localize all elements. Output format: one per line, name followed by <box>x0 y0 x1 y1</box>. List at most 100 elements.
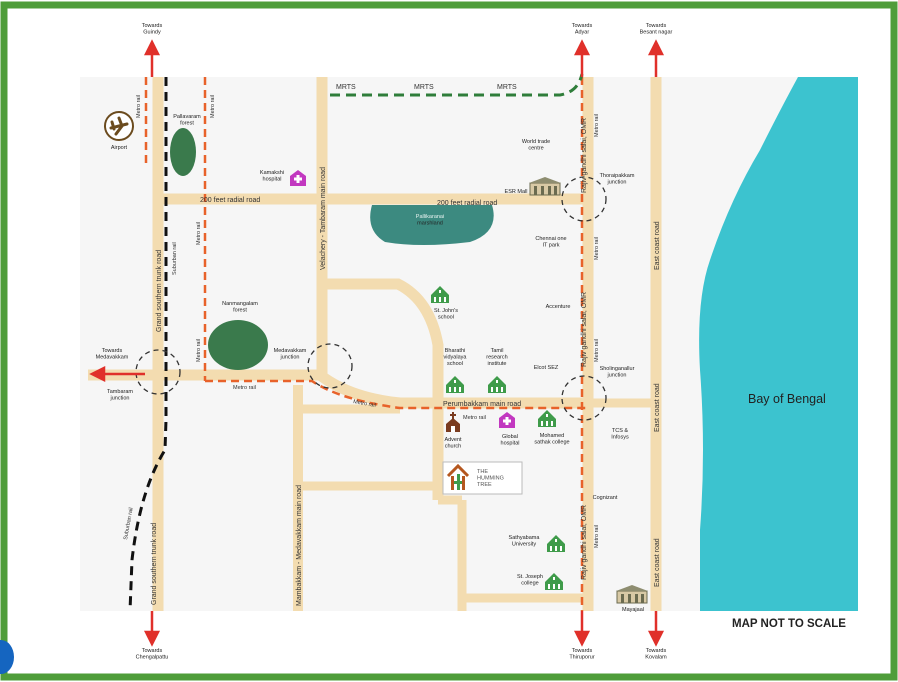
label-line: Thiruporur <box>569 655 595 661</box>
label-line: Kovalam <box>645 655 667 661</box>
velachery-road-label: Velachery - Tambaram main road <box>320 167 327 270</box>
corner-badge <box>0 640 14 674</box>
label-line: junction <box>607 373 627 379</box>
gst-road-label-2: Grand southern trunk road <box>151 523 158 605</box>
label-line: junction <box>110 396 130 402</box>
ecr-label-1: East coast road <box>654 221 661 270</box>
mrts-label-1: MRTS <box>336 84 356 91</box>
elcot-label: Elcot SEZ <box>534 365 559 371</box>
label-line: school <box>447 361 463 367</box>
gst-road-label-1: Grand southern trunk road <box>156 250 163 332</box>
bay-label: Bay of Bengal <box>748 392 826 406</box>
omr-label-3: Rajiv gandhi salai, OMR <box>581 505 588 580</box>
suburban-rail <box>128 77 168 612</box>
church-icon <box>446 412 460 432</box>
metro-rail-lines <box>144 77 588 611</box>
mrts-label-2: MRTS <box>414 84 434 91</box>
label-line: University <box>512 542 536 548</box>
label-line: forest <box>180 121 194 127</box>
label-line: TREE <box>477 482 492 488</box>
label-line: hospital <box>501 441 520 447</box>
radial-road-label-2: 200 feet radial road <box>437 200 497 207</box>
cognizant-label: Cognizant <box>593 495 618 501</box>
roads <box>88 77 662 611</box>
metro-label: Metro rail <box>594 339 600 362</box>
junction-circles <box>135 176 607 421</box>
suburban-rail-label: Suburban rail <box>172 242 178 275</box>
metro-label: Metro rail <box>196 222 202 245</box>
pallikaranai-marsh <box>370 205 494 245</box>
sea <box>699 77 858 611</box>
label-line: Infosys <box>611 435 629 441</box>
label-line: forest <box>233 308 247 314</box>
label-line: vidyalaya <box>444 355 468 361</box>
label-line: marshland <box>417 221 443 227</box>
label-line: school <box>438 315 454 321</box>
metro-label: Metro rail <box>463 415 486 421</box>
label-line: institute <box>488 361 507 367</box>
road-perumbakkam <box>88 369 588 409</box>
label-line: HUMMING <box>477 476 504 482</box>
metro-label: Metro rail <box>594 525 600 548</box>
omr-label-2: Rajiv gandhi salai, OMR <box>581 292 588 367</box>
suburban-rail-label: Suburban rail <box>123 507 135 540</box>
radial-road-label-1: 200 feet radial road <box>200 197 260 204</box>
label-line: research <box>486 355 507 361</box>
metro-label: Metro rail <box>233 385 256 391</box>
label-line: Chengalpattu <box>136 655 169 661</box>
nanmangalam-forest <box>208 320 268 370</box>
direction-arrows <box>89 39 665 647</box>
scale-note: MAP NOT TO SCALE <box>732 618 846 630</box>
label-line: centre <box>528 146 543 152</box>
metro-label: Metro rail <box>594 237 600 260</box>
label-line: Medavakkam <box>96 355 129 361</box>
label-line: IT park <box>542 243 559 249</box>
metro-label: Metro rail <box>136 95 142 118</box>
mayajaal-label: Mayajaal <box>622 607 644 613</box>
airport-label: Airport <box>111 145 128 151</box>
label-line: Guindy <box>143 30 161 36</box>
mrts-line <box>330 73 584 97</box>
label-line: church <box>445 444 462 450</box>
label-line: junction <box>280 355 300 361</box>
ecr-label-3: East coast road <box>654 538 661 587</box>
tcs-label: TCS &Infosys <box>611 428 629 441</box>
mrts-label-3: MRTS <box>497 84 517 91</box>
label-line: hospital <box>263 177 282 183</box>
ecr-label-2: East coast road <box>654 383 661 432</box>
pallavaram-forest <box>170 128 196 176</box>
omr-label-1: Rajiv gandhi salai, OMR <box>581 118 588 193</box>
airport-icon <box>104 111 134 141</box>
label-line: college <box>521 581 538 587</box>
accenture-label: Accenture <box>546 304 571 310</box>
road-loop <box>322 278 444 500</box>
metro-label: Metro rail <box>210 95 216 118</box>
label-line: Adyar <box>575 30 590 36</box>
